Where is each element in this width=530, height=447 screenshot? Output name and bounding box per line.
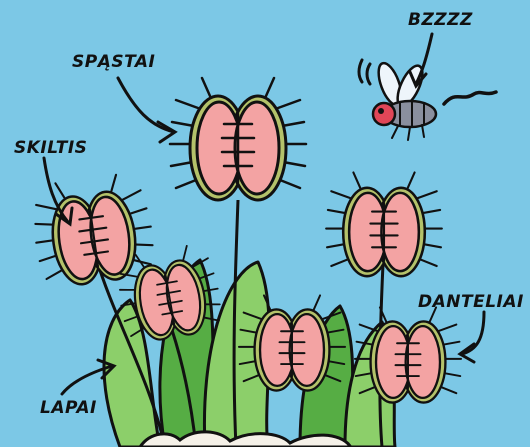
- trap-top: [170, 78, 306, 200]
- ground: [140, 432, 350, 447]
- trap-left: [28, 171, 157, 290]
- fly-icon: [359, 60, 496, 140]
- teeth-label: DANTELIAI: [418, 292, 524, 312]
- trap-bottom-right: [355, 307, 461, 402]
- leaves-label: LAPAI: [40, 398, 97, 418]
- traps-label: SPĄSTAI: [72, 52, 155, 72]
- trap-right: [326, 173, 442, 277]
- fly-label: BZZZZ: [408, 10, 473, 30]
- lobe-label: SKILTIS: [14, 138, 87, 158]
